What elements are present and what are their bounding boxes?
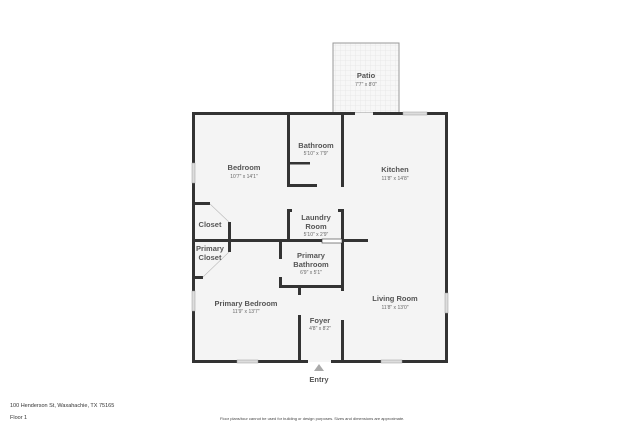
entry-arrow-icon — [314, 364, 324, 371]
room-name-laundry-1: Laundry — [301, 213, 331, 222]
room-name-laundry-2: Room — [305, 222, 327, 231]
room-name-primary-bathroom-1: Primary — [297, 251, 326, 260]
room-dim-patio: 7'7" x 8'0" — [355, 82, 377, 88]
room-name-primary-bedroom: Primary Bedroom — [215, 299, 278, 308]
room-name-primary-bathroom-2: Bathroom — [293, 260, 329, 269]
floor-label: Floor 1 — [10, 415, 28, 421]
laundry-shelf — [321, 238, 343, 244]
house-floor — [193, 113, 447, 362]
room-name-patio: Patio — [357, 71, 376, 80]
patio — [332, 42, 400, 114]
room-dim-bedroom: 10'7" x 14'1" — [230, 174, 258, 180]
door-swings — [202, 203, 230, 278]
room-name-bathroom: Bathroom — [298, 141, 334, 150]
address: 100 Henderson St, Waxahachie, TX 75165 — [10, 403, 115, 409]
room-dim-living-room: 11'8" x 13'0" — [381, 305, 408, 311]
entry-label: Entry — [309, 375, 329, 384]
room-name-closet: Closet — [199, 220, 222, 229]
room-name-foyer: Foyer — [310, 316, 331, 325]
room-name-primary-closet-1: Primary — [196, 244, 225, 253]
room-name-bedroom: Bedroom — [228, 163, 261, 172]
room-name-primary-closet-2: Closet — [199, 253, 222, 262]
room-name-kitchen: Kitchen — [381, 165, 409, 174]
room-dim-kitchen: 11'8" x 14'8" — [381, 176, 408, 182]
room-dim-foyer: 4'8" x 8'2" — [309, 326, 331, 332]
disclaimer: Floor plans/tour cannot be used for buil… — [220, 416, 405, 421]
room-dim-primary-bathroom: 6'9" x 5'1" — [300, 270, 322, 276]
room-name-living-room: Living Room — [372, 294, 418, 303]
windows — [191, 111, 449, 364]
room-dim-primary-bedroom: 11'9" x 13'7" — [232, 309, 259, 315]
room-dim-bathroom: 5'10" x 7'9" — [304, 151, 329, 157]
room-dim-laundry: 5'10" x 2'9" — [304, 232, 329, 238]
outer-walls — [192, 112, 448, 363]
interior-walls — [192, 113, 368, 363]
